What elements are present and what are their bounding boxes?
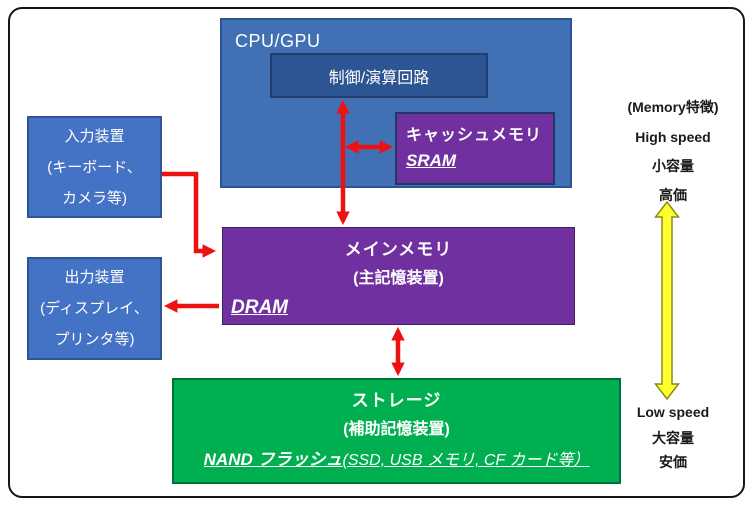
cache-sram-box: キャッシュメモリ SRAM [395,112,555,185]
nand-flash-label-bold: NAND フラッシュ [203,450,343,469]
trait-large-capacity: 大容量 [652,430,694,446]
storage-box: ストレージ (補助記憶装置) NAND フラッシュ(SSD, USB メモリ, … [172,378,621,484]
storage-title: ストレージ [351,391,442,410]
trait-low-speed: Low speed [636,404,710,420]
output-device-examples-2: プリンタ等) [54,331,135,348]
control-alu-box: 制御/演算回路 [270,53,488,98]
nand-flash-label: NAND フラッシュ(SSD, USB メモリ, CF カード等） [174,444,619,477]
trait-high-speed: High speed [635,129,711,145]
trait-small-capacity: 小容量 [652,158,694,174]
input-device-examples-2: カメラ等) [62,189,127,207]
memory-traits-column: (Memory特徴) High speed 小容量 高価 Low speed 大… [606,0,740,506]
trait-expensive: 高価 [659,187,687,203]
cpu-gpu-label: CPU/GPU [235,31,321,51]
output-device-examples-1: (ディスプレイ、 [40,300,149,317]
storage-subtitle: (補助記憶装置) [343,421,450,438]
main-memory-box: メインメモリ (主記憶装置) DRAM [222,227,575,325]
dram-label: DRAM [231,297,288,318]
output-device-title: 出力装置 [64,269,125,286]
input-device-title: 入力装置 [64,127,125,145]
main-memory-title: メインメモリ [344,240,453,259]
output-device-box: 出力装置 (ディスプレイ、 プリンタ等) [27,257,162,360]
trait-cheap: 安価 [659,454,687,470]
control-alu-label: 制御/演算回路 [328,69,430,87]
memory-traits-title: (Memory特徴) [627,99,719,115]
cache-label: キャッシュメモリ [406,127,543,144]
main-memory-subtitle: (主記憶装置) [353,270,444,287]
nand-flash-label-examples: (SSD, USB メモリ, CF カード等） [342,452,590,469]
input-device-examples-1: (キーボード、 [47,158,142,176]
sram-label: SRAM [406,151,457,170]
input-device-box: 入力装置 (キーボード、 カメラ等) [27,116,162,218]
